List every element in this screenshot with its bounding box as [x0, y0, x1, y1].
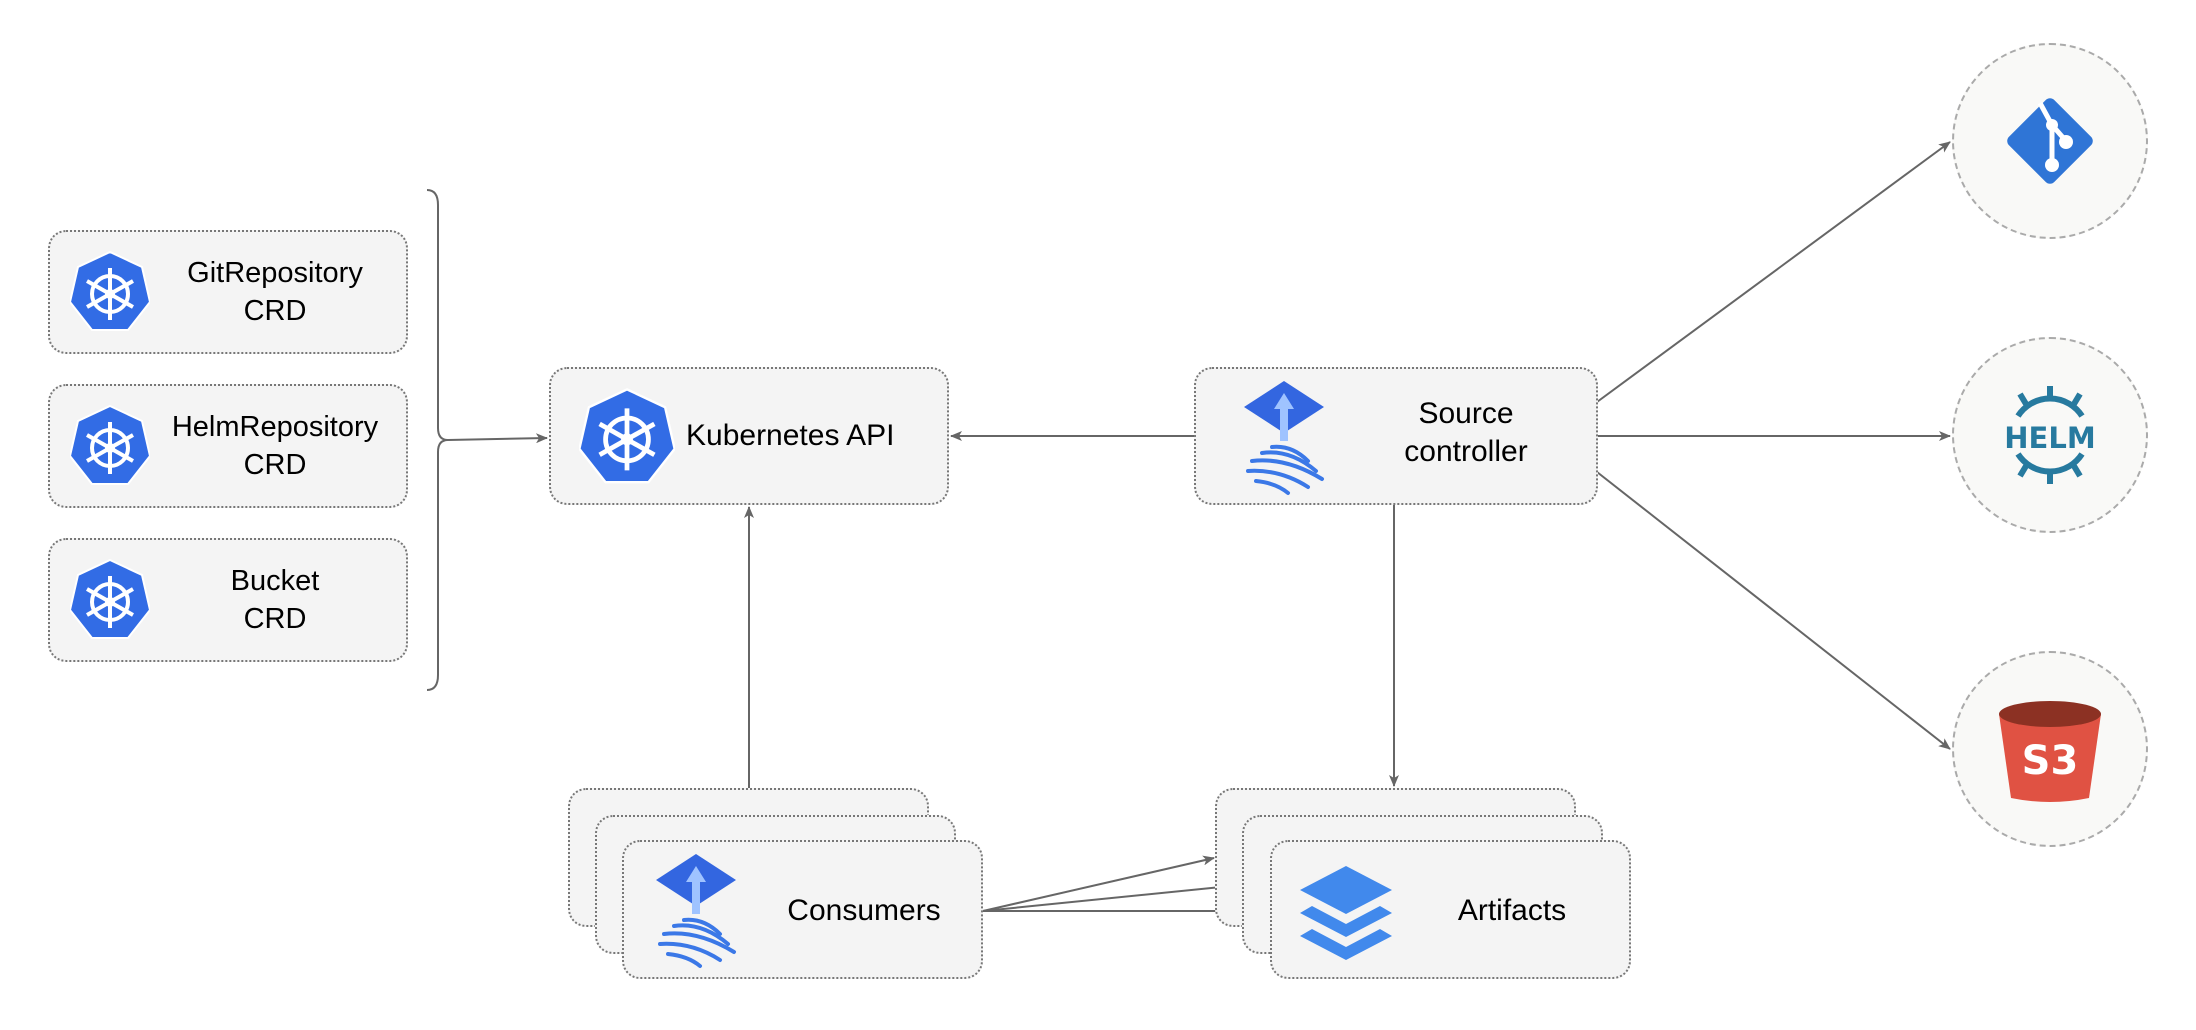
helm-source[interactable]: HELM [1952, 337, 2148, 533]
crd-brace [426, 189, 449, 691]
arrow-consumers-to-artifact-2 [982, 881, 1242, 912]
arrow-consumers-to-artifact-1 [982, 855, 1215, 912]
s3-bucket-icon: S3 [1999, 701, 2101, 802]
kubernetes-api-label: Kubernetes API [686, 419, 895, 452]
kubernetes-icon [70, 250, 150, 332]
helm-icon: HELM [2004, 386, 2096, 484]
helm-wordmark: HELM [2004, 421, 2095, 455]
kubernetes-icon [70, 558, 150, 640]
flux-icon [1242, 379, 1326, 495]
flux-icon [654, 852, 738, 968]
s3-source[interactable]: S3 [1952, 651, 2148, 847]
arrow-source-to-git [1596, 141, 1951, 403]
consumers-label: Consumers [787, 894, 941, 927]
kubernetes-icon [70, 404, 150, 486]
git-source[interactable] [1952, 43, 2148, 239]
arrow-crds-to-api [447, 433, 548, 444]
s3-wordmark: S3 [2022, 738, 2079, 784]
consumers-node[interactable]: Consumers [622, 840, 983, 979]
artifacts-node[interactable]: Artifacts [1270, 840, 1631, 979]
arrow-source-to-s3 [1596, 471, 1951, 750]
kubernetes-icon [579, 387, 675, 487]
kubernetes-api-node[interactable]: Kubernetes API [549, 367, 949, 505]
layers-icon [1300, 866, 1392, 960]
artifacts-label: Artifacts [1457, 894, 1567, 927]
git-icon [2007, 98, 2093, 184]
